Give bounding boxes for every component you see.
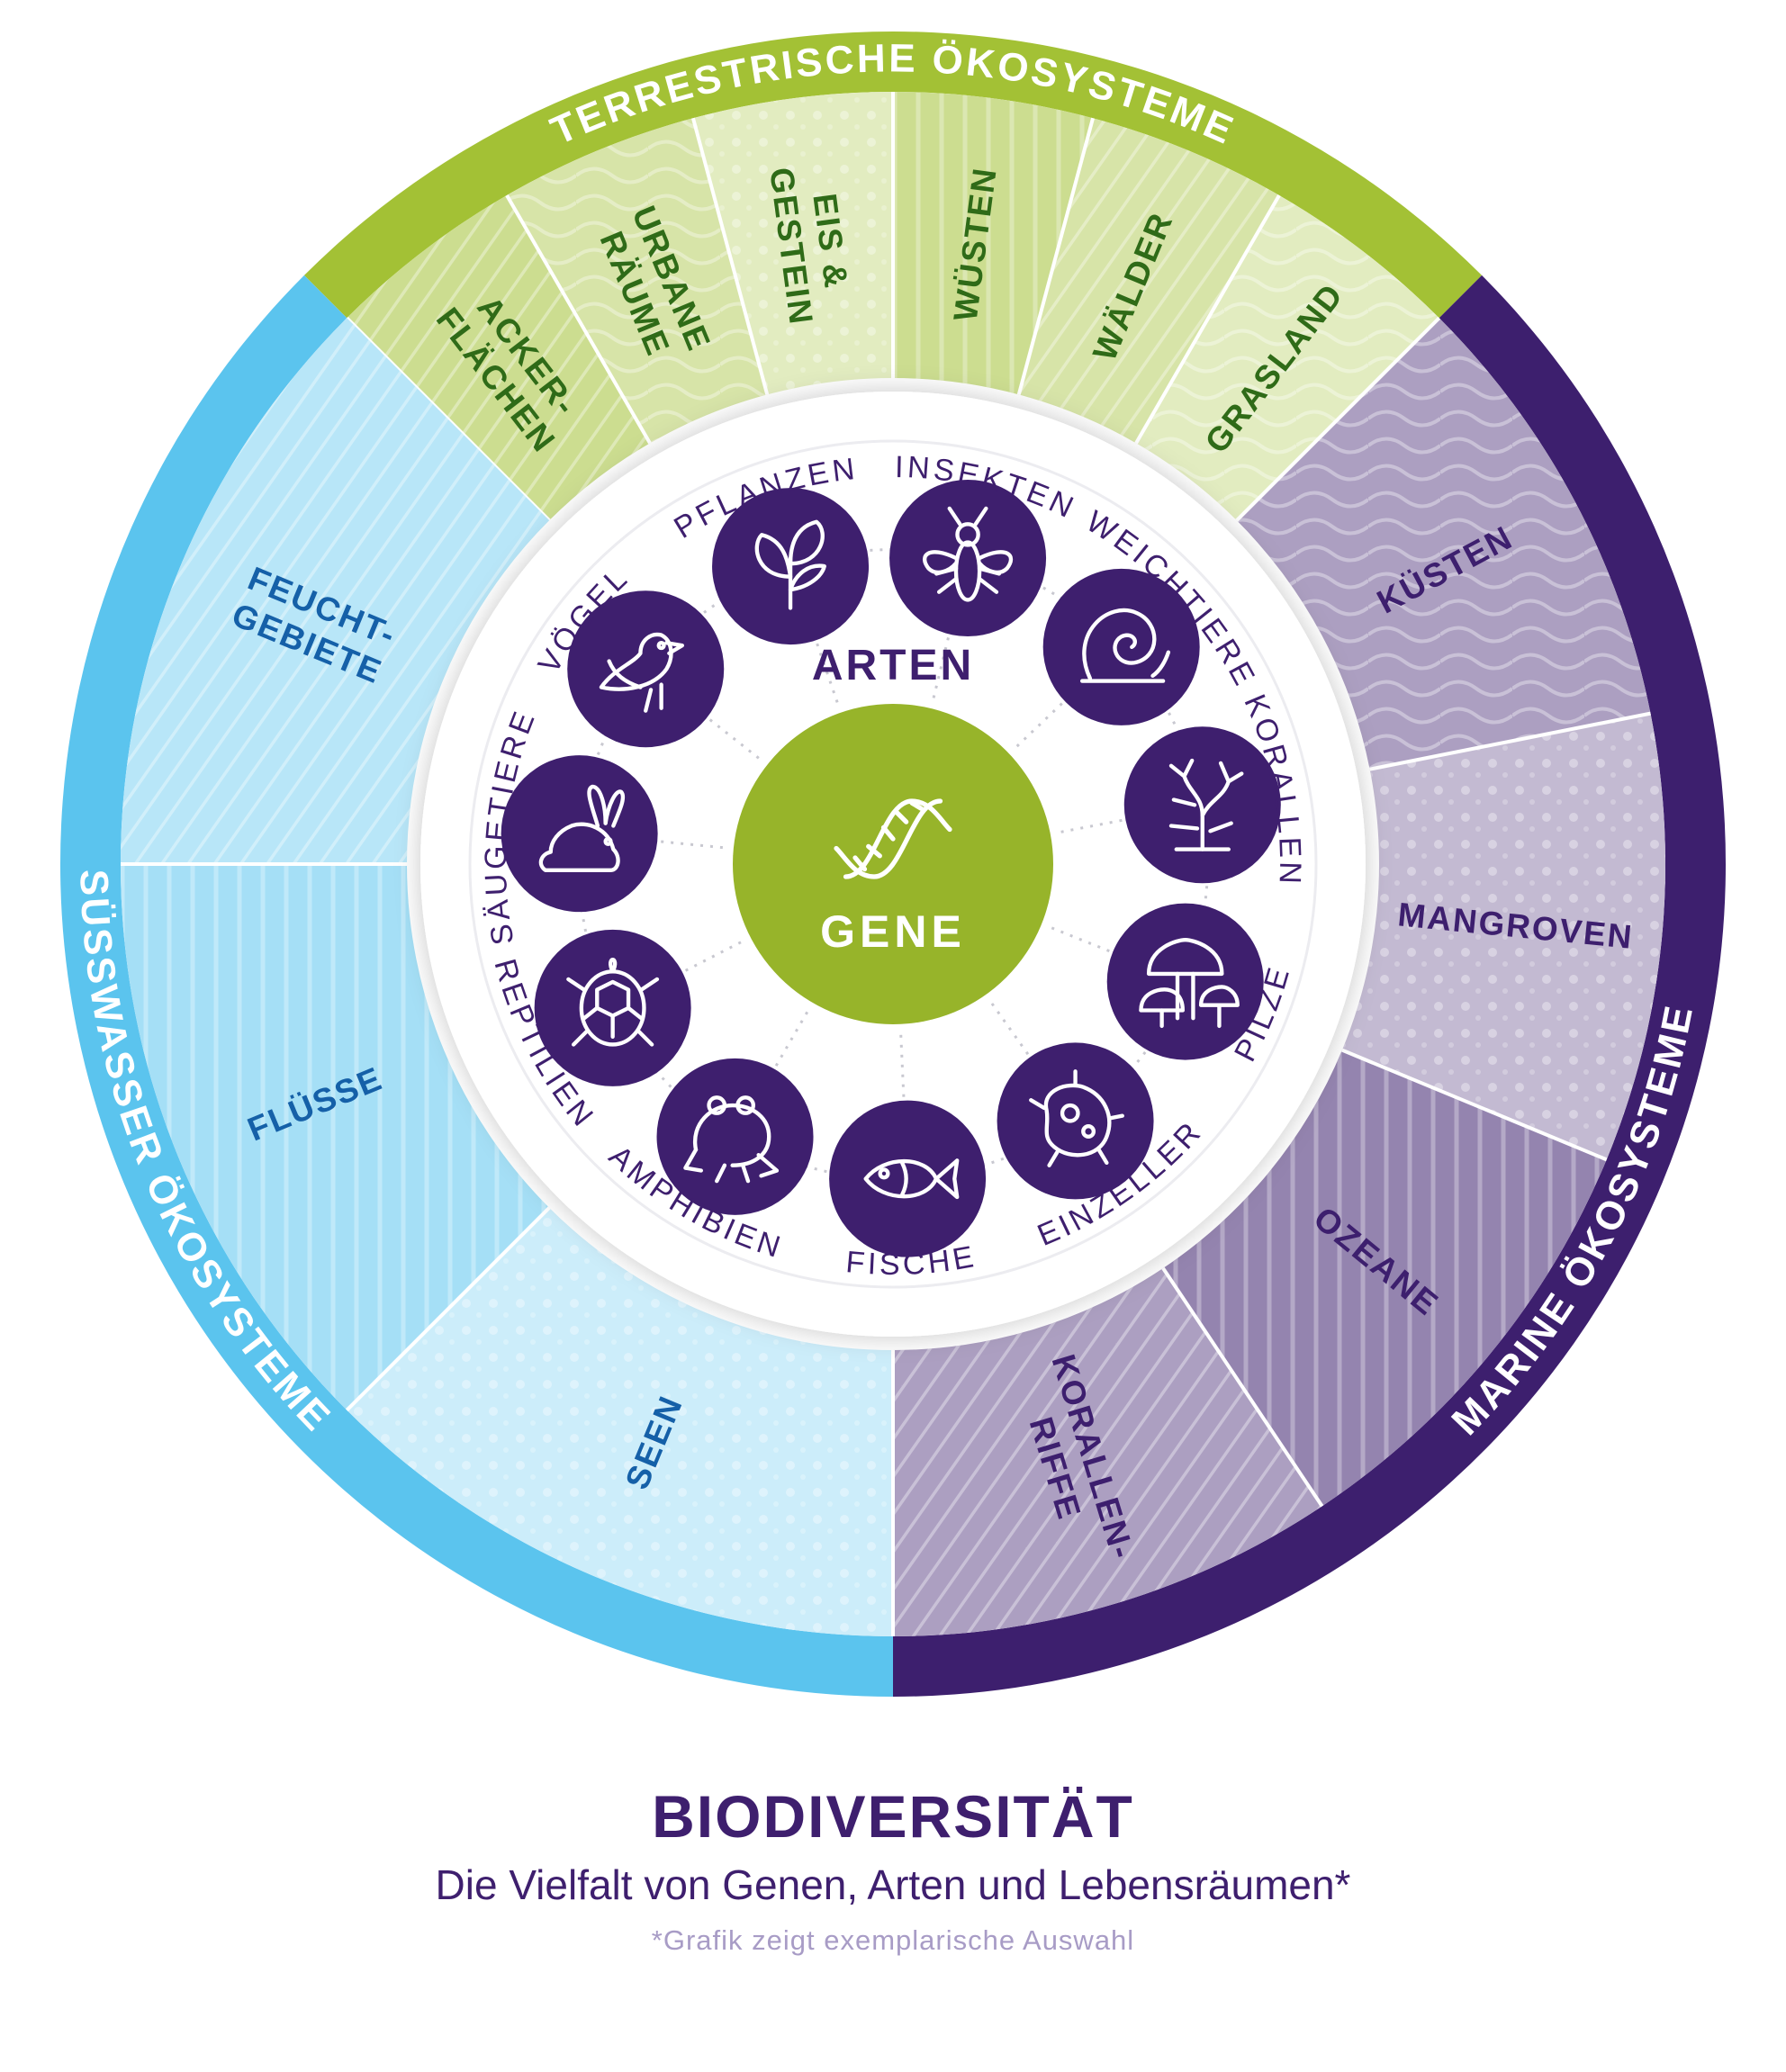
- species-spoke: [681, 941, 742, 974]
- mushroom-icon: [1139, 938, 1240, 1029]
- species-spoke: [990, 1003, 1032, 1059]
- rabbit-icon: [538, 784, 626, 872]
- species-item-fische: FISCHE: [829, 1100, 987, 1282]
- ecosystem-sector-flowers: GRASLAND: [1134, 194, 1439, 521]
- ecosystem-sector-coral: KORALLEN-RIFFE: [893, 1266, 1324, 1636]
- gene-core: GENE: [733, 704, 1053, 1024]
- ecosystem-sector-reeds: FEUCHT-GEBIETE: [121, 318, 550, 866]
- snail-icon: [1080, 608, 1171, 683]
- ecosystem-sector-trees: WÄLDER: [1016, 117, 1279, 444]
- species-level-label: ARTEN: [812, 642, 974, 689]
- page-subtitle: Die Vielfalt von Genen, Arten und Lebens…: [435, 1861, 1351, 1908]
- dna-icon: [834, 798, 952, 879]
- ecosystem-sector-river: FLÜSSE: [121, 864, 551, 1412]
- species-spoke: [814, 639, 839, 703]
- page-title: BIODIVERSITÄT: [652, 1783, 1134, 1850]
- turtle-icon: [566, 958, 660, 1047]
- ecosystem-sector-dunes: WÜSTEN: [891, 92, 1094, 395]
- coral-icon: [1168, 758, 1244, 851]
- ecosystem-sector-wave: OZEANE: [1163, 1048, 1608, 1507]
- fish-icon: [863, 1158, 960, 1200]
- ecosystem-sector-lake: SEEN: [347, 1207, 895, 1636]
- species-spoke: [1015, 699, 1066, 748]
- species-item-pflanzen: PFLANZEN: [668, 452, 870, 645]
- species-spoke: [657, 840, 724, 850]
- ring-segment-marine: [893, 275, 1727, 1697]
- bird-icon: [599, 632, 685, 713]
- ecosystem-sector-roots: MANGROVEN: [1341, 711, 1666, 1160]
- plant-icon: [754, 519, 826, 610]
- ecosystem-sector-city: URBANERÄUME: [505, 118, 768, 445]
- insect-icon: [923, 506, 1014, 602]
- ecosystem-sector-coast: KÜSTEN: [1235, 316, 1651, 770]
- species-spoke: [1051, 926, 1114, 954]
- footnote: *Grafik zeigt exemplarische Auswahl: [651, 1924, 1135, 1956]
- species-spoke: [772, 1011, 809, 1070]
- species-spoke: [899, 1034, 906, 1101]
- frog-icon: [683, 1095, 780, 1184]
- ring-segment-terrestrial: [303, 32, 1483, 319]
- species-spoke: [706, 716, 760, 760]
- microbe-icon: [1029, 1069, 1124, 1167]
- ring-segment-freshwater: [59, 275, 893, 1697]
- ecosystem-sector-rocks: EIS &GESTEIN: [691, 92, 893, 395]
- species-spoke: [932, 634, 951, 698]
- gene-label: GENE: [820, 906, 966, 957]
- species-item-säugetiere: SÄUGETIERE: [479, 704, 658, 948]
- species-spoke: [1060, 818, 1126, 833]
